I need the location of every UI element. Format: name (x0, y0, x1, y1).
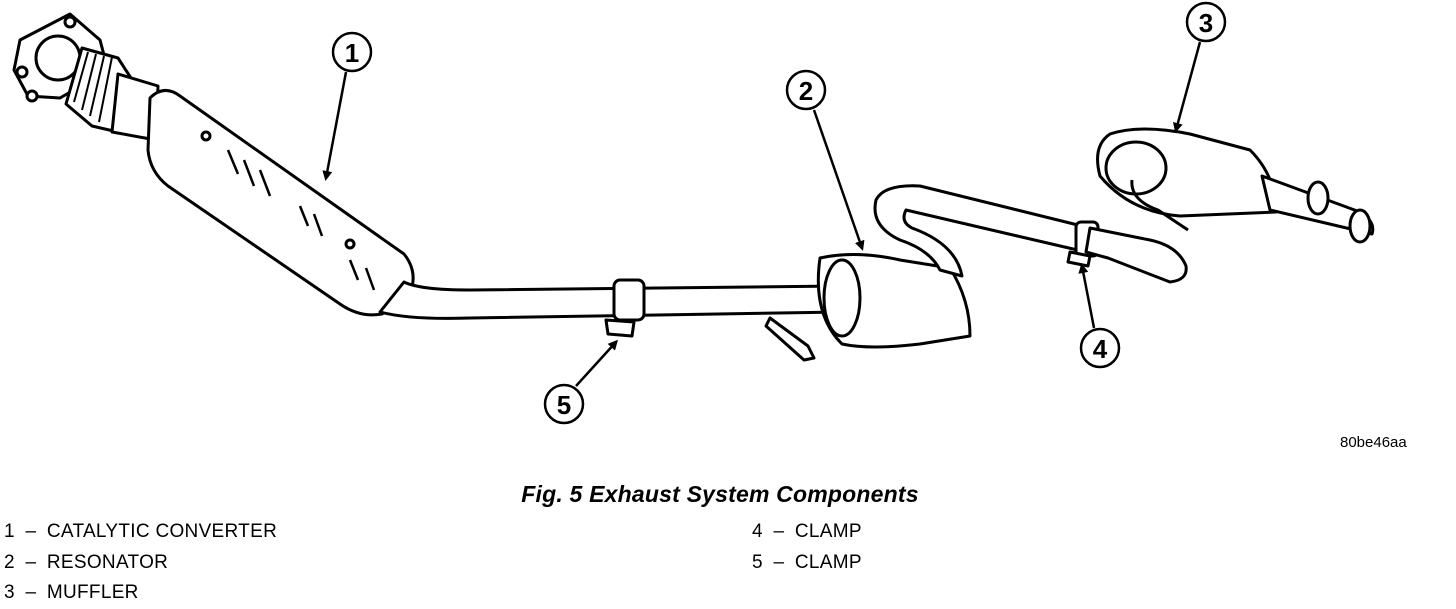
svg-text:4: 4 (1093, 334, 1108, 364)
tail-pipe-tip-upper (1306, 180, 1330, 216)
legend-item: 5–CLAMP (752, 551, 862, 573)
tail-pipe-tip-lower (1348, 208, 1372, 244)
figure-caption: Fig. 5 Exhaust System Components (521, 481, 919, 507)
legend-item: 1–CATALYTIC CONVERTER (4, 521, 278, 542)
callout-1: 1 (322, 31, 373, 181)
resonator-inlet (822, 258, 862, 338)
muffler-end-cap (1104, 140, 1168, 196)
muffler (1096, 127, 1375, 244)
muffler-outlet-loop (1130, 179, 1189, 232)
converter-heat-shield-slots (226, 149, 376, 291)
callout-4: 4 (1078, 263, 1121, 369)
catalytic-converter (12, 12, 415, 317)
flange-bolt-hole-bottom (25, 89, 39, 103)
muffler-inlet-pipe (1084, 226, 1188, 284)
svg-text:2: 2 (799, 76, 813, 106)
resonator (816, 252, 972, 349)
flange-bolt-hole-left (15, 65, 29, 79)
callout-2: 2 (785, 69, 865, 251)
legend-right-column: 4–CLAMP 5–CLAMP (752, 517, 862, 578)
clamp-5 (612, 278, 646, 322)
legend-item: 4–CLAMP (752, 521, 862, 542)
legend-item: 3–MUFFLER (4, 582, 139, 603)
hanger-rod (764, 316, 816, 362)
flange-bolt-hole-top (63, 15, 77, 29)
intermediate-pipe (378, 278, 844, 362)
svg-text:1: 1 (345, 38, 359, 68)
legend-left-column: 1–CATALYTIC CONVERTER 2–RESONATOR 3–MUFF… (4, 517, 277, 609)
clamp-5-bolt (604, 318, 636, 338)
callout-5: 5 (543, 339, 619, 425)
svg-text:5: 5 (557, 390, 571, 420)
figure-reference-code: 80be46aa (1340, 434, 1407, 451)
converter-body (146, 89, 415, 317)
bellows-ribs (73, 51, 113, 123)
clamp-4-bolt (1066, 250, 1092, 268)
legend-item: 2–RESONATOR (4, 551, 169, 573)
converter-rivet (344, 238, 356, 250)
exhaust-system-drawing: 1 2 3 4 5 (12, 1, 1375, 425)
svg-text:3: 3 (1199, 8, 1213, 38)
converter-rivet (200, 130, 212, 142)
callout-3: 3 (1173, 1, 1227, 133)
over-axle-pipe (873, 184, 1188, 284)
